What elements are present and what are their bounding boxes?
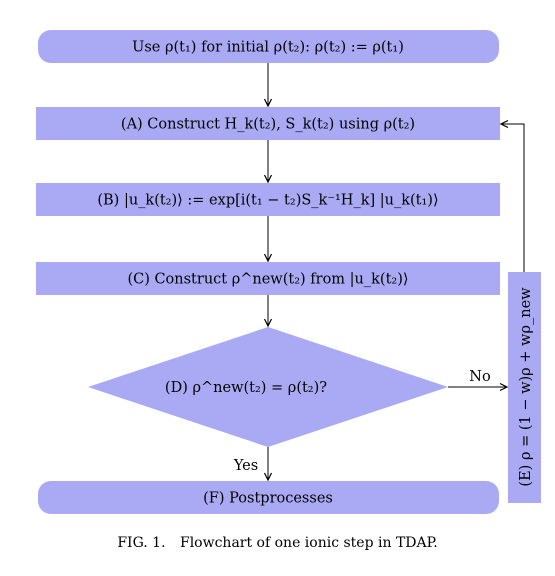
node-f-label: (F) Postprocesses — [203, 491, 333, 507]
edge-label-yes: Yes — [233, 458, 258, 474]
node-b: (B) |u_k(t₂)⟩ := exp[i(t₁ − t₂)S_k⁻¹H_k]… — [36, 183, 500, 216]
figure-caption-label: FIG. 1. — [117, 535, 166, 551]
node-a-label: (A) Construct H_k(t₂), S_k(t₂) using ρ(t… — [121, 117, 415, 133]
node-init-label: Use ρ(t₁) for initial ρ(t₂): ρ(t₂) := ρ(… — [132, 40, 404, 56]
edge-label-no: No — [469, 369, 490, 385]
node-c-label: (C) Construct ρ^new(t₂) from |u_k(t₂)⟩ — [127, 272, 408, 288]
figure-caption: FIG. 1. Flowchart of one ionic step in T… — [0, 535, 555, 551]
node-e: (E) ρ = (1 − w)ρ + wρ_new — [508, 272, 541, 503]
node-e-label: (E) ρ = (1 − w)ρ + wρ_new — [518, 287, 534, 487]
edge-e-to-a — [499, 119, 525, 272]
node-init: Use ρ(t₁) for initial ρ(t₂): ρ(t₂) := ρ(… — [38, 30, 499, 63]
node-a: (A) Construct H_k(t₂), S_k(t₂) using ρ(t… — [36, 107, 500, 140]
node-d: (D) ρ^new(t₂) = ρ(t₂)? — [88, 327, 448, 447]
node-f: (F) Postprocesses — [38, 481, 499, 514]
figure-caption-text: Flowchart of one ionic step in TDAP. — [179, 535, 438, 551]
node-d-label: (D) ρ^new(t₂) = ρ(t₂)? — [165, 380, 327, 396]
node-b-label: (B) |u_k(t₂)⟩ := exp[i(t₁ − t₂)S_k⁻¹H_k]… — [97, 193, 438, 209]
node-c: (C) Construct ρ^new(t₂) from |u_k(t₂)⟩ — [36, 262, 500, 295]
